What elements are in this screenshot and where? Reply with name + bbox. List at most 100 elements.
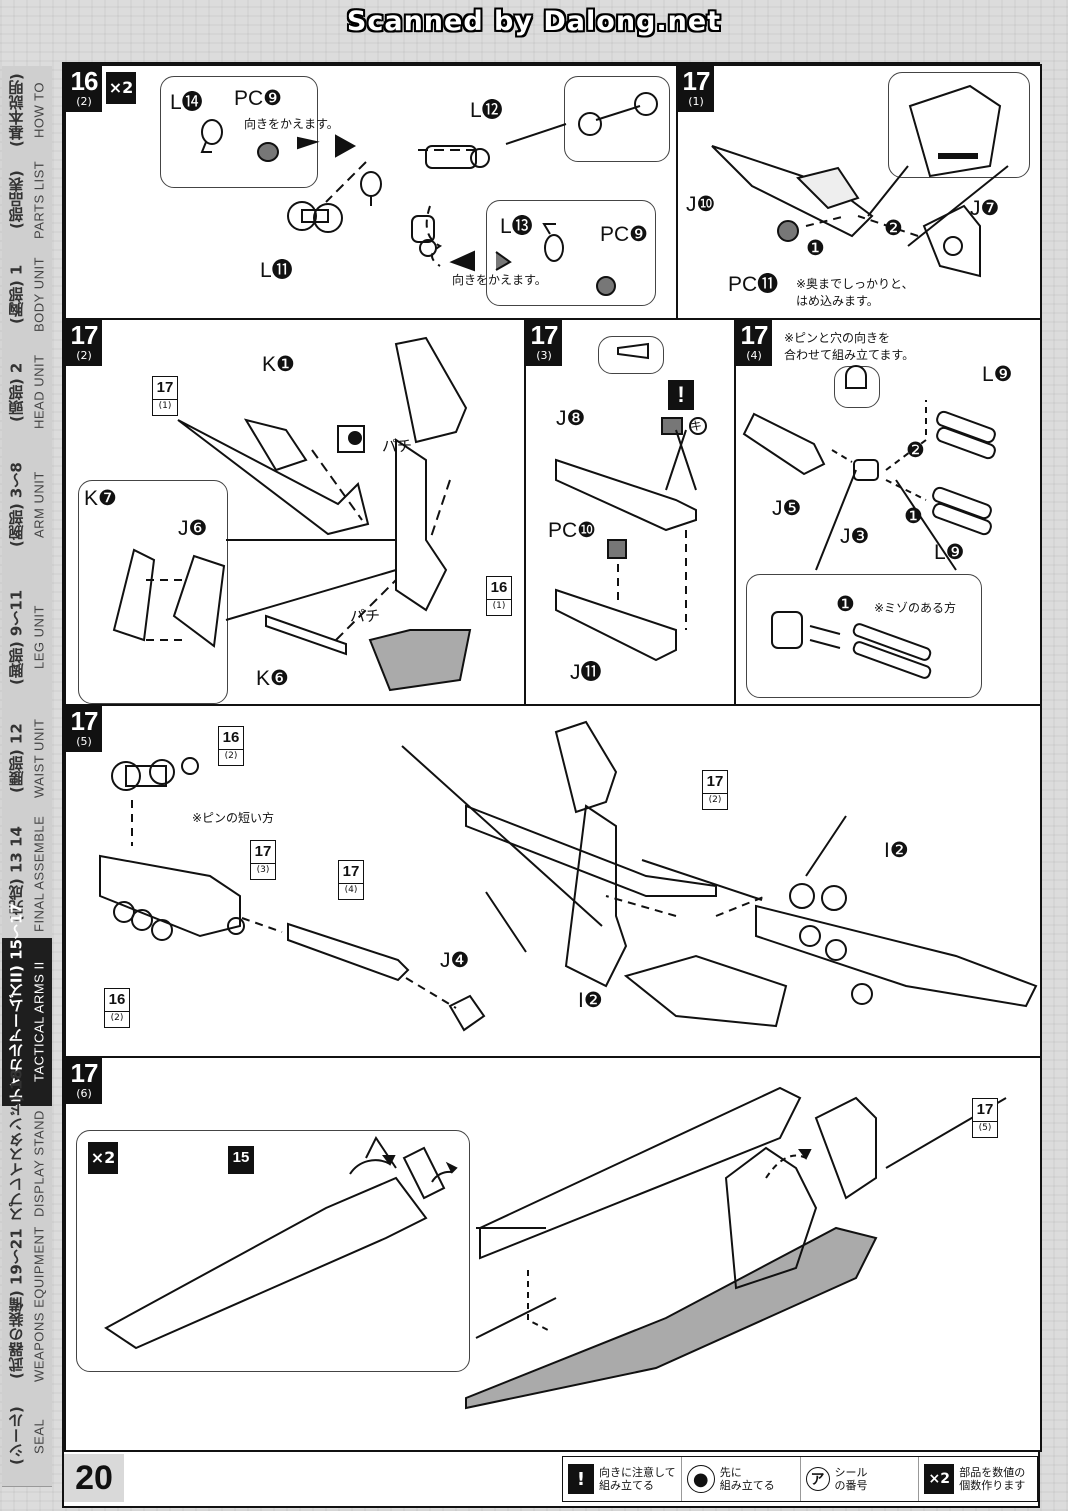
- part-illustration: [742, 365, 996, 679]
- part-label: J⓫: [570, 661, 602, 684]
- seal-number-icon: ア: [805, 1467, 830, 1491]
- part-label: L❾: [982, 363, 1013, 386]
- detail-box: [486, 200, 656, 306]
- part-label: J❽: [556, 407, 586, 430]
- caution-icon: !: [668, 380, 694, 410]
- detail-box: [746, 574, 982, 698]
- part-label: J❻: [178, 517, 208, 540]
- part-label: J❿: [686, 193, 716, 216]
- part-label: J❹: [440, 949, 470, 972]
- step-badge: 17(1): [678, 66, 714, 112]
- step-17-3: 17(3) ! J❽ PC❿ J⓫ キ: [524, 318, 738, 708]
- part-label: PC⓫: [728, 273, 779, 296]
- part-label: L❾: [934, 541, 965, 564]
- step-reference: 15: [228, 1146, 254, 1174]
- nav-tab-how-to[interactable]: (基本説明)HOW TO: [2, 66, 52, 155]
- part-illustration: [555, 342, 707, 662]
- detail-box: [564, 76, 670, 162]
- part-illustration: [112, 336, 472, 692]
- scan-watermark: Scanned by Dalong.net: [346, 6, 722, 37]
- order-marker: ❷: [884, 217, 903, 240]
- instruction-panel: 16(2) ×2: [62, 62, 1042, 1508]
- page-number: 20: [64, 1454, 124, 1502]
- part-label: L⓭: [500, 215, 533, 238]
- part-label: PC❾: [234, 87, 282, 110]
- order-marker: ❶: [806, 237, 825, 260]
- step-17-2: 17(2): [64, 318, 528, 708]
- part-label: K❼: [84, 487, 117, 510]
- part-label: L⓬: [470, 99, 503, 122]
- part-label: J❼: [970, 197, 1000, 220]
- nav-tab-parts-list[interactable]: (部品表)PARTS LIST: [2, 154, 52, 247]
- step-badge: 17(6): [66, 1058, 102, 1104]
- step-badge: 16(2): [66, 66, 102, 112]
- note-text: 向きをかえます。: [244, 117, 339, 131]
- legend-item-assemble-first: ● 先に 組み立てる: [682, 1457, 801, 1501]
- step-17-6: 17(6) ×2 15 17(5): [64, 1056, 1042, 1452]
- step-badge: 17(5): [66, 706, 102, 752]
- seal-marker: キ: [690, 419, 703, 433]
- step-17-4: 17(4) ※ピンと穴の向きを 合わせて組み立てます。: [734, 318, 1042, 708]
- nav-tab-seal[interactable]: (シール)SEAL: [2, 1386, 52, 1487]
- part-label: J❺: [772, 497, 802, 520]
- assemble-first-icon: ●: [686, 1465, 715, 1493]
- order-marker: ❶: [904, 505, 923, 528]
- symbol-legend: ! 向きに注意して 組み立てる ● 先に 組み立てる ア シール の番号 ×2 …: [562, 1456, 1038, 1502]
- sound-effect: パチ: [382, 437, 413, 455]
- legend-item-seal-number: ア シール の番号: [801, 1457, 920, 1501]
- note-text: ※ピンと穴の向きを 合わせて組み立てます。: [784, 331, 915, 362]
- part-illustration: [711, 84, 1009, 278]
- step-reference: 17(2): [702, 770, 728, 810]
- step-reference: 17(3): [250, 840, 276, 880]
- part-label: L⓫: [260, 259, 293, 282]
- note-text: ※ミゾのある方: [874, 601, 957, 615]
- part-label: PC❿: [548, 519, 596, 542]
- note-text: ※奥までしっかりと、 はめ込みます。: [796, 277, 914, 308]
- detail-box: [78, 480, 228, 704]
- step-badge: 17(3): [526, 320, 562, 366]
- step-reference: 16(2): [218, 726, 244, 766]
- quantity-icon: ×2: [924, 1464, 955, 1494]
- detail-box: [160, 76, 318, 188]
- part-label: K❻: [256, 667, 289, 690]
- step-16-2: 16(2) ×2: [64, 64, 680, 322]
- detail-box: [76, 1130, 470, 1372]
- part-label: K❶: [262, 353, 295, 376]
- step-badge: 17(4): [736, 320, 772, 366]
- step-badge: 17(2): [66, 320, 102, 366]
- step-reference: 16(1): [486, 576, 512, 616]
- sound-effect: パチ: [350, 607, 381, 625]
- step-17-5: 17(5): [64, 704, 1042, 1060]
- part-illustration: [99, 720, 1038, 1032]
- order-marker: ❶: [836, 593, 855, 616]
- step-reference: 17(1): [152, 376, 178, 416]
- part-illustration: [200, 92, 658, 296]
- legend-item-caution: ! 向きに注意して 組み立てる: [563, 1457, 682, 1501]
- part-label: I❷: [884, 839, 909, 862]
- legend-item-quantity: ×2 部品を数値の 個数作ります: [919, 1457, 1037, 1501]
- step-reference: 17(4): [338, 860, 364, 900]
- step-17-1: 17(1) J❿ J❼ PC⓫: [676, 64, 1042, 322]
- multiplier-badge: ×2: [88, 1142, 118, 1174]
- order-marker: ❷: [906, 439, 925, 462]
- note-text: 向きをかえます。: [452, 273, 547, 287]
- caution-icon: !: [568, 1464, 594, 1494]
- part-label: L⓮: [170, 91, 203, 114]
- step-reference: 16(2): [104, 988, 130, 1028]
- part-illustration: [104, 1086, 1007, 1410]
- multiplier-badge: ×2: [106, 72, 136, 104]
- part-label: I❷: [578, 989, 603, 1012]
- step-reference: 17(5): [972, 1098, 998, 1138]
- part-label: PC❾: [600, 223, 648, 246]
